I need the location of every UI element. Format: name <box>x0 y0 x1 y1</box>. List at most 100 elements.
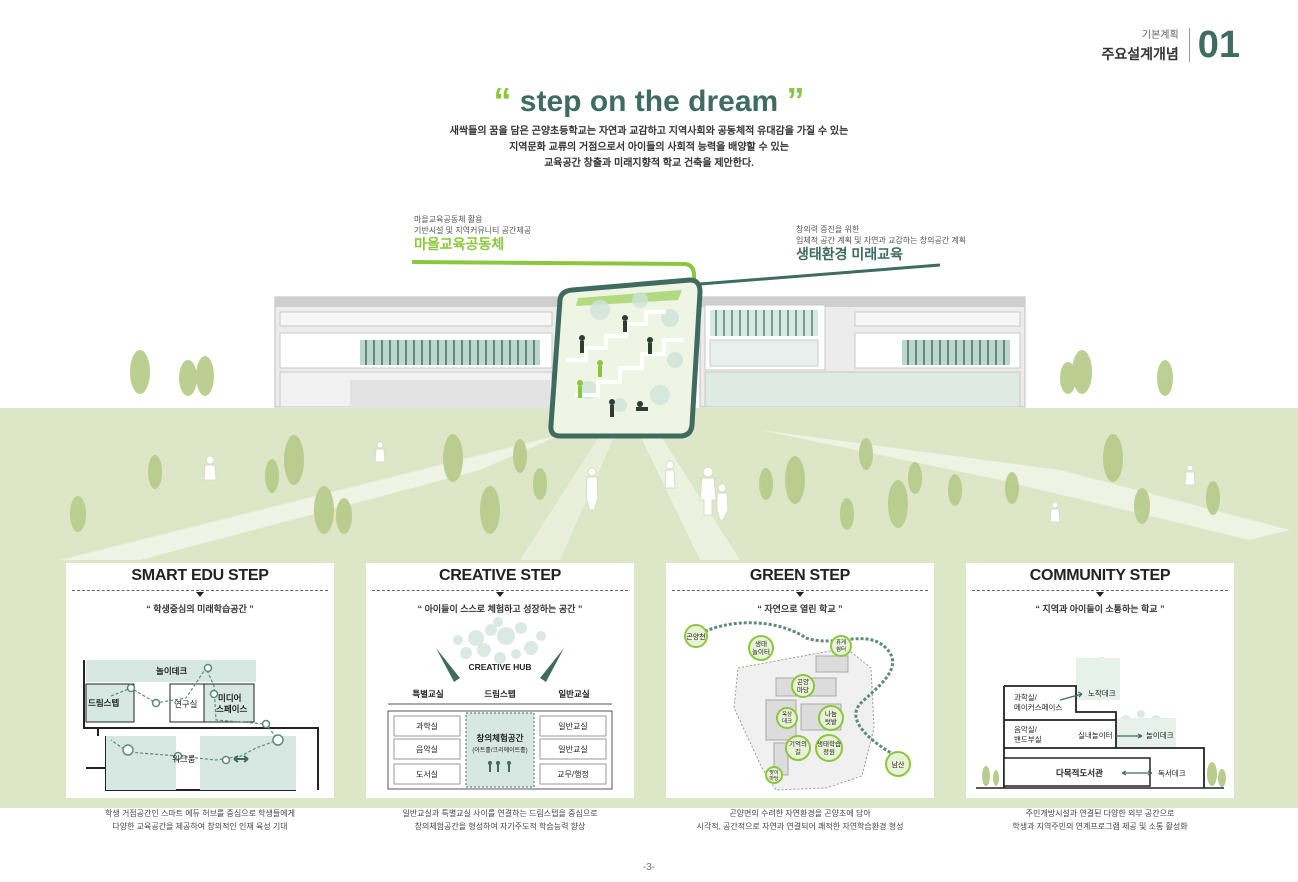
card-description: 주민개방시설과 연결된 다양한 외부 공간으로 학생과 지역주민의 연계프로그램… <box>966 807 1234 833</box>
callout-line: 창의력 증진을 위한 <box>796 225 860 234</box>
callout-line: 마을교육공동체 활용 <box>414 215 483 224</box>
description-line: 학생과 지역주민의 연계프로그램 제공 및 소통 활성화 <box>1012 822 1188 831</box>
room-label: 과학실 <box>416 721 438 731</box>
light-ray <box>640 435 740 560</box>
header-divider <box>1188 28 1190 62</box>
description-line: 창의체험공간을 형성하여 자기주도적 학습능력 향상 <box>414 822 586 831</box>
label-welcome-yard: 맞이 <box>769 769 778 776</box>
card-description: 곤양면의 수려한 자연환경을 곤양초에 담아 시각적, 공간적으로 자연과 연결… <box>666 807 934 833</box>
label-learning-garden: 생태학습 <box>817 739 841 748</box>
people-silhouettes <box>203 441 1196 523</box>
section-header: 기본계획 주요설계개념 01 <box>1101 26 1240 64</box>
page-number: -3- <box>642 862 656 873</box>
label-work-deck: 노작데크 <box>1088 688 1116 698</box>
room-label: 일반교실 <box>558 744 587 754</box>
light-ray <box>60 435 560 560</box>
arrow-icons <box>1059 691 1153 776</box>
card-divider <box>72 590 328 597</box>
label-research-room: 연구실 <box>174 699 197 709</box>
label-play-deck: 놀이데크 <box>156 666 187 676</box>
green-route <box>695 621 895 755</box>
room-label: 일반교실 <box>558 721 587 731</box>
trees <box>982 762 1226 787</box>
nodes <box>122 663 284 765</box>
callout-title: 생태환경 미래교육 <box>796 246 903 262</box>
label-eco-playground: 놀이터 <box>752 647 770 656</box>
main-title: “ step on the dream ” <box>0 80 1298 122</box>
label-roof-deck: 옥상 <box>782 710 792 718</box>
label-memory-path: 기억의 <box>789 739 807 748</box>
label-media-space-2: 스페이스 <box>216 704 247 714</box>
callout-line: 입체적 공간 계획 및 자연과 교감하는 창의공간 계획 <box>796 236 967 245</box>
smart-edu-diagram: 놀이데크 드림스텝 연구실 미디어 스페이스 워크룸 <box>83 660 319 791</box>
label-welcome-yard: 마당 <box>769 775 779 782</box>
label-yard: 마당 <box>797 685 809 694</box>
label-eco-playground: 생태 <box>755 639 767 648</box>
light-ray <box>760 430 1290 540</box>
callout-title: 마을교육공동체 <box>414 236 505 252</box>
description-line: 일반교실과 특별교실 사이를 연결하는 드림스텝을 중심으로 <box>402 809 598 818</box>
label-media-space-1: 미디어 <box>218 693 241 703</box>
card-title: COMMUNITY STEP <box>1029 567 1171 584</box>
section-title: 주요설계개념 <box>1101 46 1179 62</box>
label-garden: 텃밭 <box>825 717 837 726</box>
room-block <box>176 746 200 776</box>
green-step-map: 곤양천 생태 놀이터 휴게 쉼터 곤양 마당 옥상 데크 나눔 텃밭 기억의 길… <box>684 621 911 791</box>
room-block <box>169 683 205 723</box>
room-block <box>203 683 255 723</box>
label-library: 다목적도서관 <box>1056 768 1103 778</box>
hub-arrow-left <box>436 648 460 682</box>
card-subtitle: “ 자연으로 열린 학교 ” <box>757 604 843 614</box>
main-title-text: step on the dream <box>519 85 779 118</box>
card-description: 일반교실과 특별교실 사이를 연결하는 드림스텝을 중심으로 창의체험공간을 형… <box>366 807 634 833</box>
right-building <box>699 296 1026 408</box>
card-community-step: COMMUNITY STEP “ 지역과 아이들이 소통하는 학교 ” 과학실/… <box>966 563 1234 798</box>
room-block <box>106 736 176 790</box>
label-yard: 곤양 <box>797 678 809 686</box>
card-subtitle: “ 아이들이 스스로 체험하고 성장하는 공간 ” <box>417 604 583 614</box>
card-title: GREEN STEP <box>749 567 851 584</box>
label-music-room: 음악실/ <box>1014 724 1038 734</box>
deck-area <box>1076 658 1120 700</box>
label-creative-space-sub: (아트홀/크리에이트홀) <box>472 746 527 754</box>
hub-arrow-right <box>540 648 564 682</box>
close-quote: ” <box>786 80 805 121</box>
left-building <box>274 296 561 408</box>
card-subtitle: “ 학생중심의 미래학습공간 ” <box>146 604 254 614</box>
deck-area <box>1116 718 1176 748</box>
label-workroom: 워크룸 <box>172 754 196 764</box>
trees <box>70 350 1220 534</box>
dream-step-frame <box>548 277 703 439</box>
intro-line: 지역문화 교류의 거점으로서 아이들의 사회적 능력을 배양할 수 있는 <box>509 142 789 153</box>
label-creative-hub: CREATIVE HUB <box>468 662 531 672</box>
section-outline <box>1003 685 1205 788</box>
card-creative-step: CREATIVE STEP “ 아이들이 스스로 체험하고 성장하는 공간 ” … <box>366 563 634 798</box>
label-garden: 나눔 <box>825 709 837 718</box>
people-icon <box>488 761 511 772</box>
intro-paragraph: 새싹들의 꿈을 담은 곤양초등학교는 자연과 교감하고 지역사회와 공동체적 유… <box>0 124 1298 172</box>
zone-frame <box>387 710 613 790</box>
label-memory-path: 길 <box>795 748 801 756</box>
light-ray <box>520 435 615 560</box>
description-line: 다양한 교육공간을 제공하여 창의적인 인재 육성 기대 <box>112 822 288 831</box>
card-divider <box>972 590 1228 597</box>
description-line: 학생 거점공간인 스마트 에듀 허브를 중심으로 학생들에게 <box>105 809 295 818</box>
arrow-icon <box>233 755 249 763</box>
label-general-classroom: 일반교실 <box>558 689 589 699</box>
callout-community: 마을교육공동체 활용 기반시설 및 지역커뮤니티 공간제공 마을교육공동체 <box>414 214 531 252</box>
green-nodes <box>684 624 911 784</box>
label-indoor-playground: 실내놀이터 <box>1078 730 1113 740</box>
label-roof-deck: 데크 <box>782 717 792 725</box>
room-label: 교무/행정 <box>557 769 589 779</box>
room-general-1 <box>539 715 607 737</box>
card-green-step: GREEN STEP “ 자연으로 열린 학교 ” 곤양천 생태 놀이터 휴게 … <box>666 563 934 798</box>
card-subtitle: “ 지역과 아이들이 소통하는 학교 ” <box>1035 604 1165 614</box>
description-line: 곤양면의 수려한 자연환경을 곤양초에 담아 <box>729 809 871 818</box>
label-music-room: 밴드부실 <box>1014 734 1042 744</box>
card-title: CREATIVE STEP <box>438 567 562 584</box>
community-step-diagram: 과학실/ 메이커스페이스 노작데크 음악실/ 밴드부실 실내놀이터 놀이데크 다… <box>976 657 1226 789</box>
room-label: 음악실 <box>416 744 438 754</box>
card-divider <box>672 590 928 597</box>
card-smart-edu-step: SMART EDU STEP “ 학생중심의 미래학습공간 ” 놀이데크 드림스… <box>66 563 334 798</box>
label-rest-area: 휴게 <box>836 638 846 646</box>
